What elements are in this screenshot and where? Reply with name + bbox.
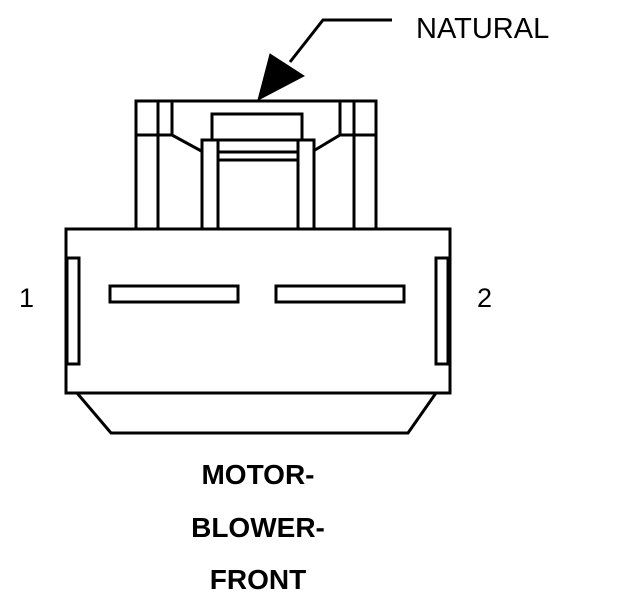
latch-stem [200, 138, 316, 231]
latch-post-right [352, 99, 378, 231]
side-rib-right [434, 256, 450, 366]
pin-label-1: 1 [19, 283, 35, 313]
side-rib-left [65, 256, 81, 366]
locking-tab [210, 112, 304, 142]
callout-arrowhead [257, 53, 305, 101]
callout-leader [257, 18, 392, 101]
connector-flange [73, 391, 439, 435]
caption-line-1: MOTOR- [201, 459, 315, 490]
caption-line-3: FRONT [209, 564, 307, 595]
latch-assembly [134, 99, 378, 231]
caption-line-2: BLOWER- [191, 512, 325, 543]
connector-housing [64, 227, 452, 395]
terminal-slot-1 [108, 284, 240, 304]
connector-body [64, 227, 452, 435]
callout-label: NATURAL [416, 13, 550, 45]
pin-label-2: 2 [477, 283, 493, 313]
terminal-slot-2 [274, 284, 406, 304]
latch-post-left [134, 99, 160, 231]
